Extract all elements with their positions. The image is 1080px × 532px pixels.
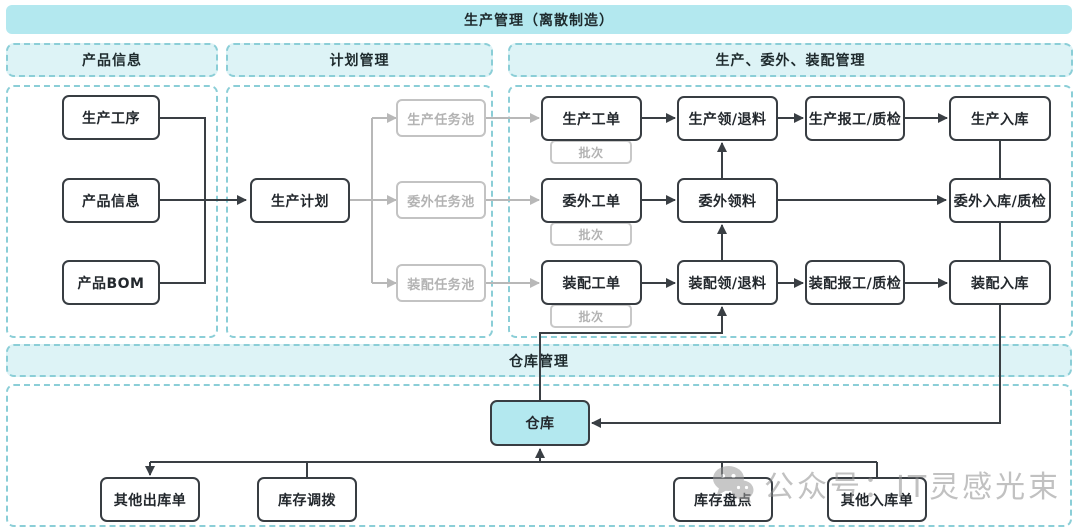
node-outsourcing-task-pool: 委外任务池 bbox=[396, 181, 486, 219]
node-label: 生产计划 bbox=[271, 193, 329, 210]
section-label: 生产、委外、装配管理 bbox=[715, 53, 866, 69]
node-label: 委外入库/质检 bbox=[953, 193, 1047, 210]
node-label: 委外领料 bbox=[698, 193, 757, 210]
zone-plan bbox=[226, 85, 493, 338]
node-other-outbound: 其他出库单 bbox=[100, 477, 200, 522]
node-outsourcing-order: 委外工单 bbox=[541, 178, 642, 223]
node-label: 委外工单 bbox=[562, 193, 621, 210]
node-label: 其他出库单 bbox=[113, 492, 187, 509]
section-label: 计划管理 bbox=[329, 53, 390, 69]
node-label: 生产工序 bbox=[82, 110, 140, 127]
node-label: 批次 bbox=[578, 145, 604, 160]
section-header-production: 生产、委外、装配管理 bbox=[508, 43, 1073, 77]
title-banner: 生产管理（离散制造） bbox=[6, 5, 1072, 34]
node-warehouse: 仓库 bbox=[490, 400, 590, 446]
node-outsourcing-issue: 委外领料 bbox=[677, 178, 778, 223]
node-other-inbound: 其他入库单 bbox=[827, 477, 927, 522]
node-label: 装配领/退料 bbox=[688, 275, 767, 292]
node-stock-transfer: 库存调拨 bbox=[257, 477, 357, 522]
node-label: 装配入库 bbox=[971, 275, 1029, 292]
node-production-process: 生产工序 bbox=[62, 95, 160, 140]
node-production-inbound: 生产入库 bbox=[949, 96, 1051, 141]
node-label: 生产工单 bbox=[562, 111, 621, 128]
node-label: 生产任务池 bbox=[407, 112, 475, 128]
node-label: 其他入库单 bbox=[840, 492, 914, 509]
section-header-product-info: 产品信息 bbox=[6, 43, 218, 77]
node-label: 装配报工/质检 bbox=[808, 275, 902, 292]
node-label: 产品BOM bbox=[77, 275, 145, 292]
node-product-bom: 产品BOM bbox=[62, 260, 160, 305]
node-outsourcing-inbound: 委外入库/质检 bbox=[949, 178, 1051, 223]
node-batch-production: 批次 bbox=[550, 140, 632, 164]
node-label: 批次 bbox=[578, 309, 604, 324]
zone-product-info bbox=[6, 85, 218, 338]
node-label: 生产领/退料 bbox=[688, 111, 767, 128]
node-label: 库存调拨 bbox=[278, 492, 336, 509]
node-product-info: 产品信息 bbox=[62, 178, 160, 223]
node-assembly-inbound: 装配入库 bbox=[949, 260, 1051, 305]
node-label: 装配任务池 bbox=[407, 277, 475, 293]
node-batch-outsourcing: 批次 bbox=[550, 222, 632, 246]
node-production-report: 生产报工/质检 bbox=[805, 96, 905, 141]
section-header-plan: 计划管理 bbox=[226, 43, 493, 77]
node-production-issue: 生产领/退料 bbox=[677, 96, 778, 141]
node-production-order: 生产工单 bbox=[541, 96, 642, 141]
node-label: 产品信息 bbox=[82, 193, 140, 210]
page-title: 生产管理（离散制造） bbox=[464, 12, 614, 29]
node-label: 装配工单 bbox=[562, 275, 621, 292]
node-stock-count: 库存盘点 bbox=[673, 477, 773, 522]
node-label: 委外任务池 bbox=[407, 194, 475, 210]
node-assembly-task-pool: 装配任务池 bbox=[396, 264, 486, 302]
section-label: 产品信息 bbox=[82, 53, 142, 69]
node-label: 库存盘点 bbox=[694, 492, 752, 509]
node-label: 生产报工/质检 bbox=[808, 111, 902, 128]
node-label: 批次 bbox=[578, 227, 604, 242]
node-label: 仓库 bbox=[525, 416, 555, 432]
node-assembly-issue: 装配领/退料 bbox=[677, 260, 778, 305]
node-label: 生产入库 bbox=[971, 111, 1029, 128]
section-header-warehouse: 仓库管理 bbox=[6, 344, 1072, 377]
node-production-task-pool: 生产任务池 bbox=[396, 99, 486, 137]
section-label: 仓库管理 bbox=[509, 353, 569, 370]
node-batch-assembly: 批次 bbox=[550, 304, 632, 328]
node-assembly-report: 装配报工/质检 bbox=[805, 260, 905, 305]
node-production-plan: 生产计划 bbox=[250, 178, 350, 223]
node-assembly-order: 装配工单 bbox=[541, 260, 642, 305]
